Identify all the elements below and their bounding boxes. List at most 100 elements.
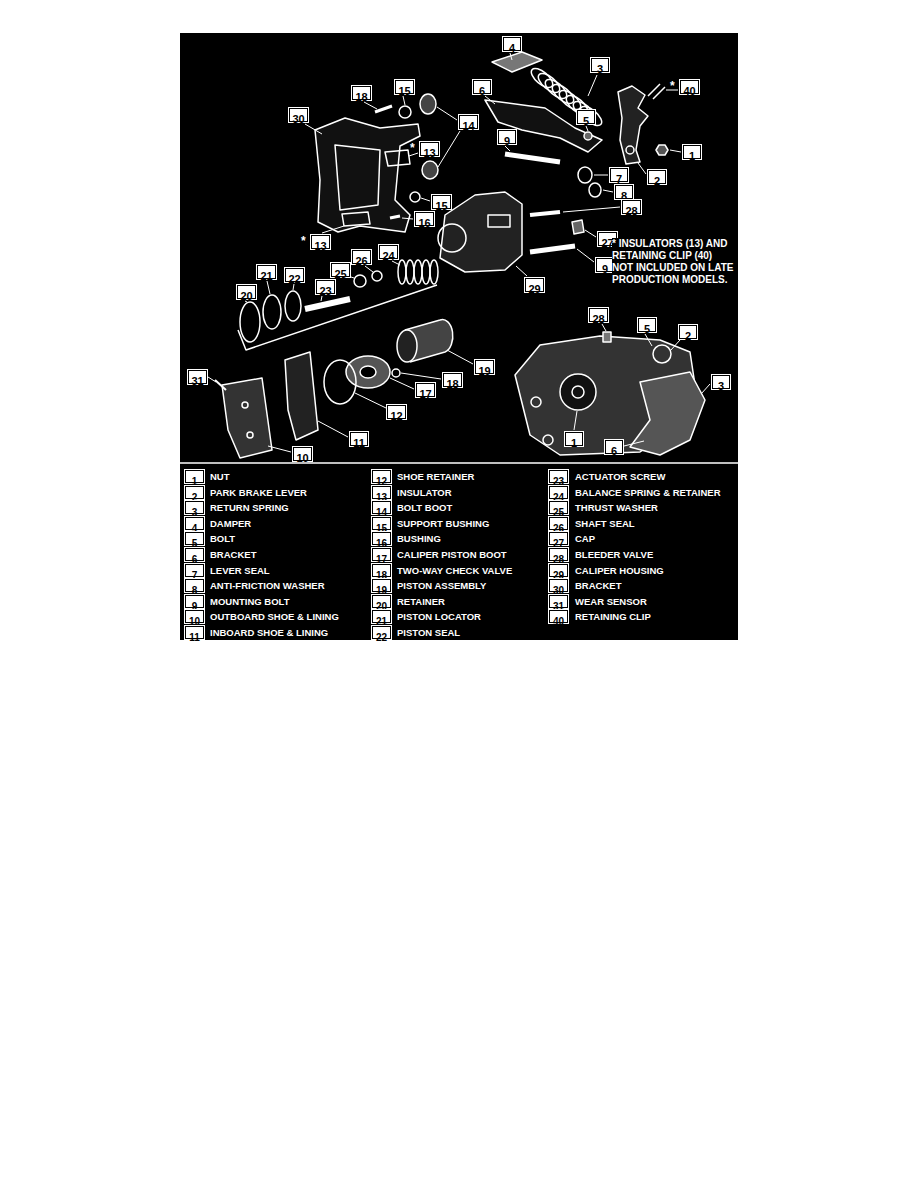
callout-text: 15	[398, 85, 410, 97]
mounting-bolt	[530, 246, 575, 252]
callout-number: 5	[577, 110, 595, 124]
callout-number: 20	[237, 285, 256, 299]
spring-coil	[406, 260, 414, 284]
legend-number: 5	[185, 532, 204, 545]
leader-line	[267, 281, 270, 294]
legend-number: 17	[372, 548, 391, 561]
callout-text: 3	[597, 63, 603, 75]
leader-line	[603, 190, 613, 192]
leader-line	[351, 277, 354, 278]
outboard-shoe	[222, 378, 272, 458]
washer-part	[589, 183, 601, 197]
callout-text: 13	[314, 240, 326, 252]
bushing-part	[390, 216, 400, 218]
callout-text: 28	[625, 205, 637, 217]
legend-number: 40	[549, 610, 568, 623]
legend-number: 31	[549, 595, 568, 608]
lever-pivot	[653, 345, 671, 363]
callout-number: 2	[648, 170, 666, 184]
callout-number: 24	[379, 245, 398, 259]
legend-number: 10	[185, 610, 204, 623]
bolt-part	[584, 132, 592, 140]
bracket-window	[335, 145, 380, 210]
callout-text: 40	[683, 85, 695, 97]
callout-number: 14	[459, 115, 478, 129]
callout-number: 5	[638, 318, 656, 332]
callout-text: 4	[509, 42, 515, 54]
callout-number: 1	[565, 432, 583, 446]
callout-text: 17	[419, 388, 431, 400]
leader-line	[585, 230, 596, 237]
leader-line	[670, 150, 681, 152]
shoe-retainer	[324, 360, 356, 404]
leader-line	[594, 175, 608, 176]
callout-number: 16	[415, 212, 434, 226]
shoe-hole	[242, 402, 248, 408]
callout-text: 5	[644, 323, 650, 335]
callout-text: 26	[355, 255, 367, 267]
callout-number: 3	[712, 375, 730, 389]
callout-number: 8	[615, 185, 633, 199]
part-name: TWO-WAY CHECK VALVE	[397, 564, 512, 577]
spring-coil	[414, 260, 422, 284]
lever-hole	[626, 146, 634, 154]
bolt-boot	[422, 161, 438, 179]
leader-line	[510, 53, 512, 60]
lever-seal	[578, 167, 592, 183]
leader-line	[437, 107, 457, 120]
asterisk-mark: *	[301, 235, 306, 248]
part-name: ACTUATOR SCREW	[575, 470, 665, 483]
part-name: DAMPER	[210, 517, 251, 530]
actuator-screw	[305, 299, 350, 309]
leader-line	[322, 226, 344, 233]
shaft-seal	[372, 271, 382, 281]
part-name: RETAINER	[397, 595, 445, 608]
callout-text: 1	[571, 437, 577, 449]
part-name: ANTI-FRICTION WASHER	[210, 579, 325, 592]
legend-number: 25	[549, 501, 568, 514]
callout-number: 19	[475, 360, 494, 374]
support-bushing	[399, 106, 411, 118]
leader-line	[701, 384, 710, 394]
spring-coil	[430, 260, 438, 284]
leader-line	[574, 411, 577, 430]
part-name: BRACKET	[575, 579, 621, 592]
legend-number: 30	[549, 579, 568, 592]
leader-line	[403, 96, 405, 105]
insulator-part	[342, 212, 370, 226]
callout-text: 40	[553, 616, 564, 627]
legend-number: 23	[549, 470, 568, 483]
callout-number: 7	[610, 168, 628, 182]
part-name: PISTON SEAL	[397, 626, 460, 639]
callout-text: 11	[353, 437, 365, 449]
leader-line	[268, 446, 291, 452]
nut-part	[656, 145, 668, 155]
callout-text: 20	[240, 290, 252, 302]
legend-number: 8	[185, 579, 204, 592]
legend-number: 29	[549, 564, 568, 577]
leader-line	[402, 218, 413, 219]
callout-number: 40	[680, 80, 699, 94]
callout-number: 30	[289, 108, 308, 122]
callout-text: 6	[611, 445, 617, 457]
leader-line	[624, 441, 644, 446]
callout-text: 25	[334, 268, 346, 280]
piston-bore	[560, 374, 596, 410]
legend-number: 21	[372, 610, 391, 623]
callout-number: 9	[498, 130, 516, 144]
piston-face	[397, 330, 417, 362]
mounting-bolt	[505, 154, 560, 162]
callout-text: 21	[260, 270, 272, 282]
callout-text: 19	[478, 365, 490, 377]
part-name: SUPPORT BUSHING	[397, 517, 489, 530]
spring-cover	[630, 372, 705, 455]
callout-number: 3	[591, 58, 609, 72]
legend-number: 24	[549, 486, 568, 499]
callout-number: 23	[316, 280, 335, 294]
leader-line	[390, 378, 414, 389]
bolt-boot	[420, 94, 436, 114]
leader-line	[318, 421, 348, 437]
leader-line	[638, 163, 646, 174]
